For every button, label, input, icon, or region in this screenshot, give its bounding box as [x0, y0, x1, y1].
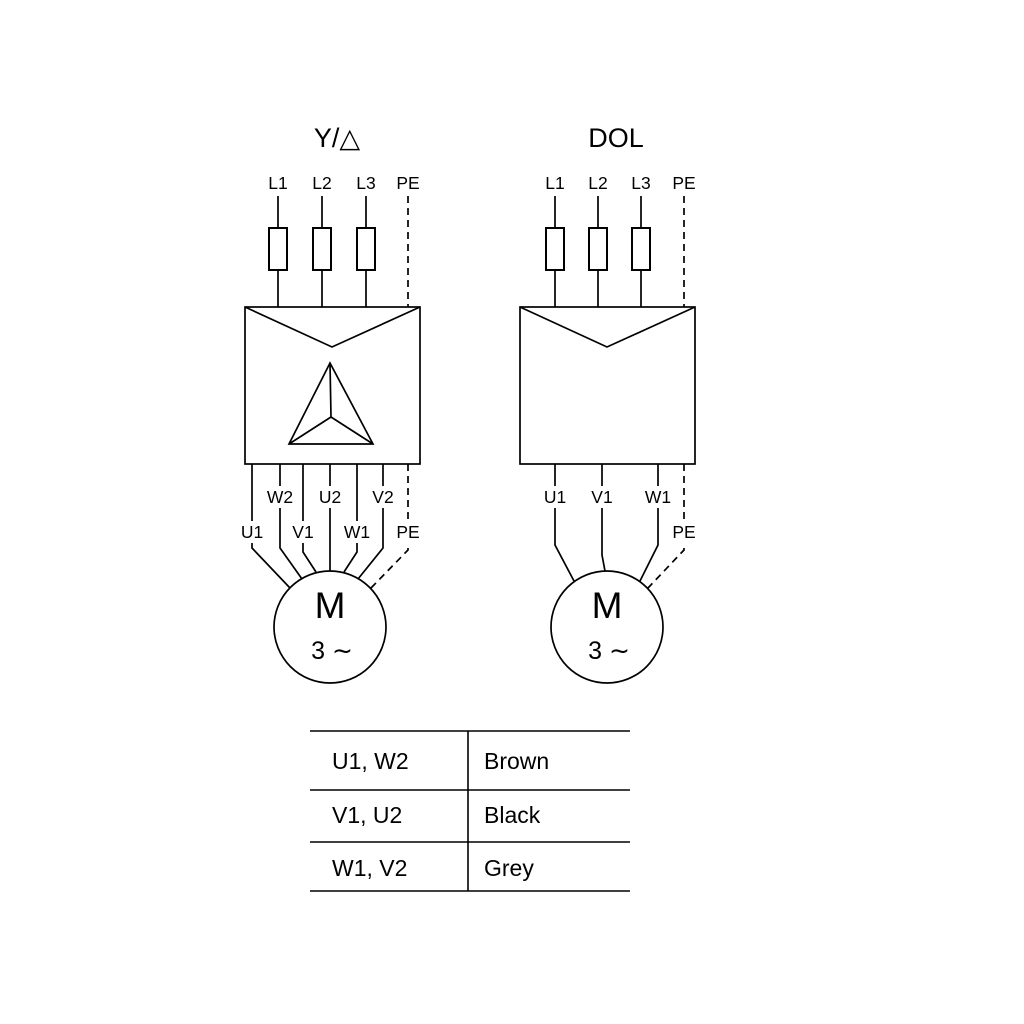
motor-letter: M: [315, 585, 346, 626]
pe-wire-bottom: [370, 464, 409, 589]
table-cell-color: Black: [484, 802, 541, 828]
motor-wire-w1: [639, 464, 659, 582]
winding-label-pe: PE: [396, 522, 419, 542]
dol-diagram: DOL L1 L2 L3 PE U1 V1 W1 PE M 3 ∼: [519, 123, 701, 684]
dol-title: DOL: [588, 123, 644, 153]
starter-box: [244, 306, 421, 465]
winding-label-u1: U1: [544, 487, 566, 507]
label-backing: [313, 486, 347, 508]
terminal-label-l2: L2: [588, 173, 607, 193]
wire-color-table: U1, W2 Brown V1, U2 Black W1, V2 Grey: [310, 730, 630, 892]
label-backing: [538, 486, 572, 508]
star-delta-diagram: Y/△ L1 L2 L3 PE W2 U2 V2 U1 V1: [235, 123, 425, 684]
winding-label-w1: W1: [344, 522, 370, 542]
fuse: [631, 227, 651, 271]
fuse: [312, 227, 332, 271]
chevron: [519, 306, 696, 348]
chevron: [244, 306, 421, 348]
motor-wire-u1: [554, 464, 575, 582]
pe-wire-bottom: [647, 464, 685, 589]
winding-label-v1: V1: [292, 522, 313, 542]
terminal-label-l1: L1: [545, 173, 564, 193]
table-cell-terminals: U1, W2: [332, 748, 409, 774]
table-cell-color: Grey: [484, 855, 534, 881]
terminal-label-pe: PE: [672, 173, 695, 193]
terminal-label-l1: L1: [268, 173, 287, 193]
label-backing: [641, 486, 675, 508]
terminal-label-pe: PE: [396, 173, 419, 193]
motor-circle: [273, 570, 387, 684]
label-backing: [340, 521, 374, 543]
motor-wire-v1: [601, 464, 606, 572]
starter-box: [519, 306, 696, 465]
winding-label-w1: W1: [645, 487, 671, 507]
label-backing: [366, 486, 400, 508]
motor-wire-w1: [343, 464, 358, 573]
label-backing: [286, 521, 320, 543]
terminal-label-l3: L3: [631, 173, 650, 193]
label-backing: [391, 521, 425, 543]
label-backing: [667, 521, 701, 543]
motor-letter: M: [592, 585, 623, 626]
label-backing: [235, 521, 269, 543]
fuse: [356, 227, 376, 271]
winding-label-u1: U1: [241, 522, 263, 542]
motor-circle: [550, 570, 664, 684]
table-cell-terminals: W1, V2: [332, 855, 407, 881]
delta-symbol-icon: [287, 361, 375, 445]
star-delta-title: Y/△: [314, 123, 361, 153]
motor-wire-u1: [251, 464, 291, 589]
motor-wire-v1: [302, 464, 317, 573]
table-cell-color: Brown: [484, 748, 549, 774]
label-backing: [263, 486, 297, 508]
fuse: [545, 227, 565, 271]
winding-label-w2: W2: [267, 487, 293, 507]
terminal-label-l2: L2: [312, 173, 331, 193]
table-cell-terminals: V1, U2: [332, 802, 402, 828]
motor-phase-label: 3 ∼: [588, 637, 630, 665]
motor-phase-label: 3 ∼: [311, 637, 353, 665]
label-backing: [585, 486, 619, 508]
winding-label-v1: V1: [591, 487, 612, 507]
fuse: [268, 227, 288, 271]
terminal-label-l3: L3: [356, 173, 375, 193]
fuse: [588, 227, 608, 271]
winding-label-u2: U2: [319, 487, 341, 507]
winding-label-pe: PE: [672, 522, 695, 542]
winding-label-v2: V2: [372, 487, 393, 507]
